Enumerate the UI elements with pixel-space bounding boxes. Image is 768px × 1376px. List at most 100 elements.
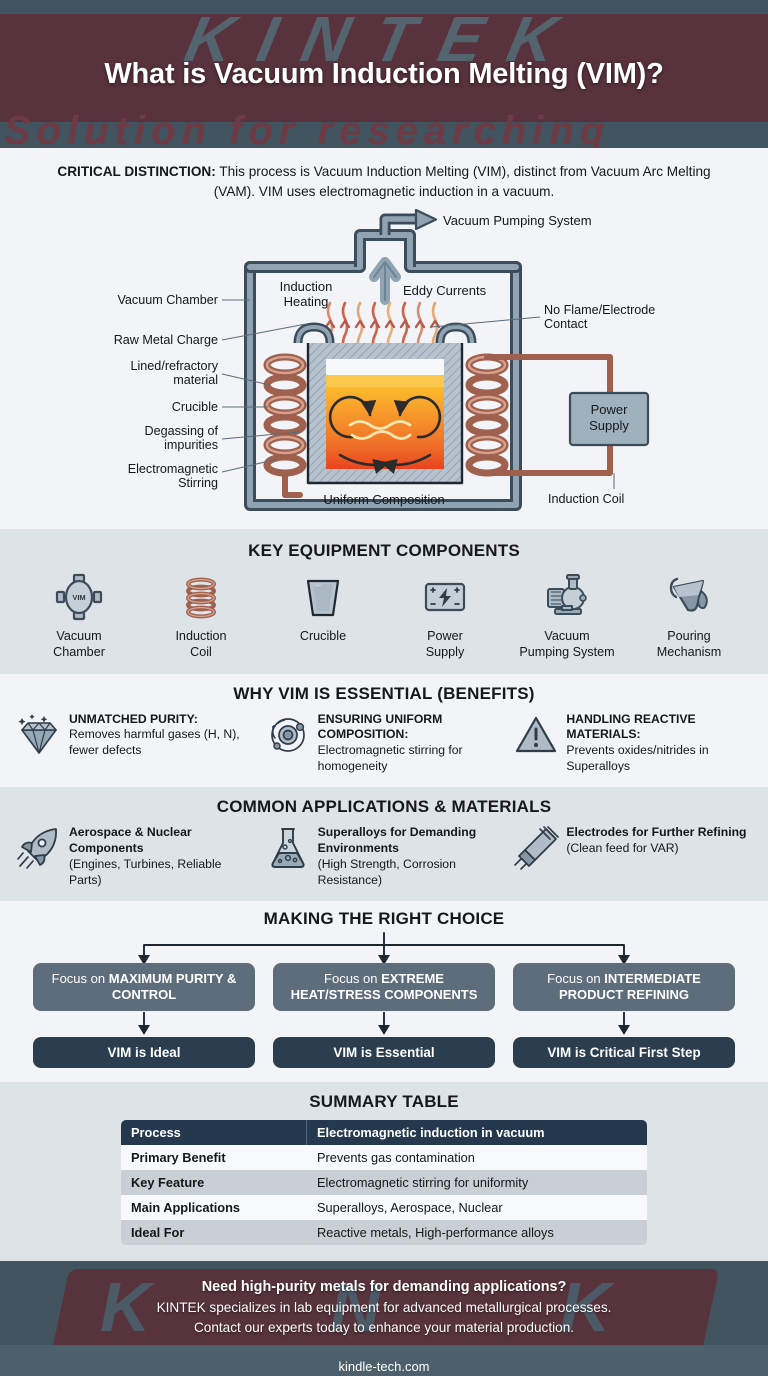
power-supply-box: Power Supply [568, 392, 650, 447]
crucible-shape [306, 343, 464, 485]
flowchart-result-box[interactable]: VIM is Essential [273, 1037, 495, 1068]
application-aerospace-nuclear: Aerospace & Nuclear Components (Engines,… [16, 825, 255, 888]
label-eddy-currents: Eddy Currents [403, 283, 487, 298]
critical-distinction-lead: CRITICAL DISTINCTION: [57, 164, 216, 179]
vim-process-diagram: Vacuum Pumping System Eddy Currents Indu… [0, 207, 768, 529]
component-induction-coil: Induction Coil [142, 571, 260, 659]
benefit-body: Removes harmful gases (H, N), fewer defe… [69, 727, 240, 758]
table-cell-key: Process [121, 1120, 307, 1145]
power-supply-icon [386, 571, 504, 623]
footer-watermark: K N K [0, 1261, 768, 1376]
label-vacuum-chamber: Vacuum Chamber [117, 293, 218, 307]
component-pouring-mechanism: Pouring Mechanism [630, 571, 748, 659]
key-equipment-row: VIM Vacuum Chamber [6, 571, 762, 659]
label-degassing-l2: impurities [164, 438, 218, 452]
component-power-supply: Power Supply [386, 571, 504, 659]
component-label: Induction Coil [142, 629, 260, 659]
application-text: Aerospace & Nuclear Components (Engines,… [69, 825, 255, 888]
table-cell-value: Superalloys, Aerospace, Nuclear [307, 1195, 647, 1220]
table-cell-value: Electromagnetic stirring for uniformity [307, 1170, 647, 1195]
table-cell-key: Ideal For [121, 1220, 307, 1245]
label-induction-heating-l2: Heating [284, 294, 329, 309]
component-vacuum-chamber: VIM Vacuum Chamber [20, 571, 138, 659]
vacuum-pump-icon [508, 571, 626, 623]
vacuum-chamber-shape [244, 229, 522, 512]
table-cell-value: Prevents gas contamination [307, 1145, 647, 1170]
svg-text:Power: Power [591, 402, 629, 417]
vacuum-pump-arrow-icon [379, 209, 438, 236]
application-head: Electrodes for Further Refining [566, 825, 747, 840]
application-electrodes: Electrodes for Further Refining (Clean f… [513, 825, 752, 871]
application-body: (Clean feed for VAR) [566, 840, 679, 855]
flow-strong: EXTREME HEAT/STRESS COMPONENTS [290, 970, 478, 1002]
eddy-up-arrow-icon [369, 257, 401, 306]
flowchart-column-1: Focus on MAXIMUM PURITY & CONTROL VIM is… [33, 962, 255, 1068]
induction-coil-left [263, 353, 307, 477]
table-row: Primary Benefit Prevents gas contaminati… [121, 1145, 647, 1170]
component-label-l2: Pumping System [519, 644, 615, 659]
footer-cta-line2: KINTEK specializes in lab equipment for … [156, 1300, 612, 1316]
application-head: Aerospace & Nuclear Components [69, 825, 192, 855]
benefit-text: HANDLING REACTIVE MATERIALS: Prevents ox… [566, 712, 752, 775]
component-label-l1: Power [427, 629, 463, 644]
component-label: Power Supply [386, 629, 504, 659]
application-body: (Engines, Turbines, Reliable Parts) [69, 856, 222, 887]
benefits-section: WHY VIM IS ESSENTIAL (BENEFITS) [0, 673, 768, 788]
flowchart-condition-box[interactable]: Focus on EXTREME HEAT/STRESS COMPONENTS [273, 962, 495, 1011]
table-cell-key: Main Applications [121, 1195, 307, 1220]
footer-watermark-letter: K [560, 1268, 611, 1346]
benefit-head: ENSURING UNIFORM COMPOSITION: [317, 711, 443, 742]
flowchart-title: MAKING THE RIGHT CHOICE [263, 908, 505, 928]
component-label-l1: Pouring [667, 629, 711, 644]
component-label-l2: Coil [190, 644, 212, 659]
applications-title: COMMON APPLICATIONS & MATERIALS [216, 797, 552, 817]
footer-cta: Need high-purity metals for demanding ap… [0, 1277, 768, 1339]
vacuum-chamber-icon: VIM [20, 571, 138, 623]
benefit-body: Prevents oxides/nitrides in Superalloys [566, 743, 709, 774]
label-induction-coil: Induction Coil [548, 492, 624, 506]
flow-prefix: Focus on [51, 970, 109, 986]
label-crucible: Crucible [172, 400, 218, 414]
page-title: What is Vacuum Induction Melting (VIM)? [104, 58, 664, 90]
diamond-icon [16, 712, 62, 758]
applications-row: Aerospace & Nuclear Components (Engines,… [0, 817, 768, 900]
flowchart-result-box[interactable]: VIM is Critical First Step [513, 1037, 735, 1068]
benefit-reactive-materials: HANDLING REACTIVE MATERIALS: Prevents ox… [513, 712, 752, 775]
vacuum-chamber-badge-text: VIM [72, 593, 85, 602]
flowchart-arrow-icon [33, 1011, 255, 1037]
label-degassing-l1: Degassing of [144, 424, 218, 438]
component-label: Pouring Mechanism [630, 629, 748, 659]
application-text: Superalloys for Demanding Environments (… [318, 825, 504, 888]
footer-watermark-letter: N [330, 1268, 381, 1346]
component-label-l2: Chamber [53, 644, 105, 659]
applications-section: COMMON APPLICATIONS & MATERIALS [0, 787, 768, 901]
footer-url-bar[interactable]: kindle-tech.com [0, 1345, 768, 1376]
induction-coil-icon [142, 571, 260, 623]
summary-table-title: SUMMARY TABLE [309, 1092, 459, 1111]
application-text: Electrodes for Further Refining (Clean f… [566, 825, 746, 857]
footer-cta-line1: Need high-purity metals for demanding ap… [201, 1279, 567, 1295]
table-row: Ideal For Reactive metals, High-performa… [121, 1220, 647, 1245]
component-label: Vacuum Chamber [20, 629, 138, 659]
component-label-l1: Induction [175, 629, 227, 644]
component-label-l1: Vacuum [56, 629, 102, 644]
flowchart-result-box[interactable]: VIM is Ideal [33, 1037, 255, 1068]
page-footer: K N K Need high-purity metals for demand… [0, 1261, 768, 1376]
label-em-stirring-l1: Electromagnetic [128, 462, 218, 476]
table-row: Main Applications Superalloys, Aerospace… [121, 1195, 647, 1220]
flowchart-column-2: Focus on EXTREME HEAT/STRESS COMPONENTS … [273, 962, 495, 1068]
application-body: (High Strength, Corrosion Resistance) [317, 856, 456, 887]
flowchart-condition-box[interactable]: Focus on MAXIMUM PURITY & CONTROL [33, 962, 255, 1011]
label-no-flame-l1: No Flame/Electrode [544, 303, 655, 317]
benefit-head: UNMATCHED PURITY: [69, 711, 198, 726]
benefits-title: WHY VIM IS ESSENTIAL (BENEFITS) [233, 683, 535, 703]
benefit-text: ENSURING UNIFORM COMPOSITION: Electromag… [318, 712, 504, 775]
flowchart-condition-box[interactable]: Focus on INTERMEDIATE PRODUCT REFINING [513, 962, 735, 1011]
summary-table: Process Electromagnetic induction in vac… [121, 1120, 647, 1245]
critical-distinction-text: CRITICAL DISTINCTION: This process is Va… [0, 148, 768, 207]
benefit-uniform-composition: ENSURING UNIFORM COMPOSITION: Electromag… [265, 712, 504, 775]
footer-url-text: kindle-tech.com [338, 1358, 430, 1374]
coil-power-wiring [282, 354, 613, 499]
benefits-row: UNMATCHED PURITY: Removes harmful gases … [0, 704, 768, 787]
